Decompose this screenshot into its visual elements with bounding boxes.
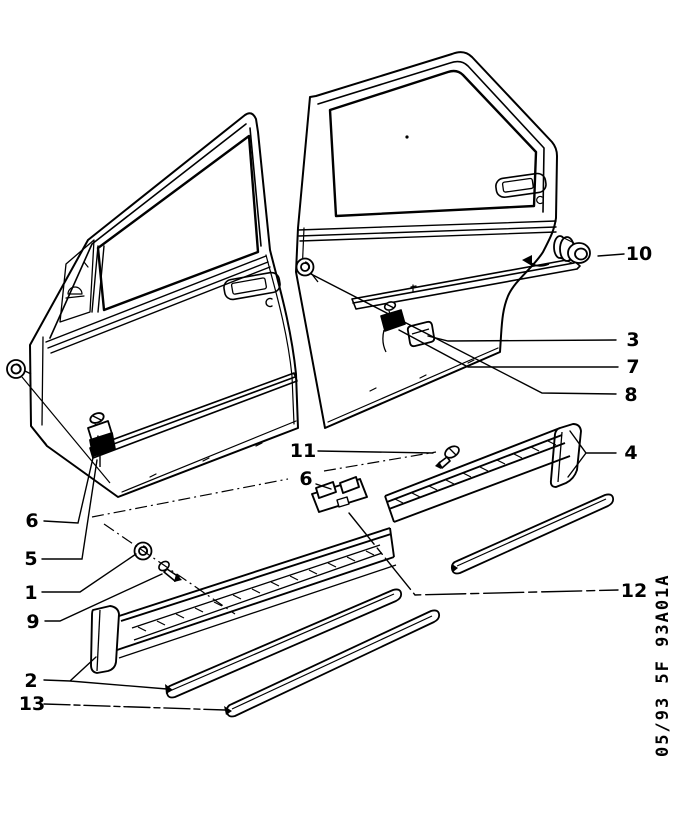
leader-10: [597, 253, 625, 257]
rear-door-clip-and-screw: [380, 301, 406, 353]
leader-7: [398, 329, 619, 368]
callout-13: 13: [19, 693, 45, 715]
callout-9: 9: [26, 611, 39, 633]
rear-door-drawing: [295, 51, 581, 429]
rear-edge-grommet: [295, 257, 319, 283]
front-door-handle: [223, 271, 281, 301]
leader-5: [41, 459, 98, 560]
screw-11: [435, 445, 460, 469]
leader-1: [41, 553, 137, 593]
moulding-clip-center: [311, 476, 368, 513]
plug-grommet-10: [522, 235, 591, 267]
front-door-clip-assembly: [87, 412, 116, 467]
callout-labels: 10 3 7 8 4 12 11 6 6 5 1 9 2 13: [19, 243, 652, 715]
callout-5: 5: [24, 548, 37, 570]
leader-12: [348, 512, 619, 596]
front-door-drawing: [29, 112, 299, 498]
assembly-axis-lines: [91, 451, 437, 615]
callout-10: 10: [626, 243, 652, 265]
plain-strip-left: [165, 588, 403, 699]
leader-6-left: [43, 435, 99, 524]
leader-2: [43, 656, 168, 690]
callout-8: 8: [624, 384, 637, 406]
rear-keyhole: [536, 195, 543, 205]
front-edge-grommet: [6, 359, 111, 484]
callout-6-center: 6: [299, 468, 312, 490]
leader-11: [317, 450, 434, 454]
callout-2: 2: [24, 670, 37, 692]
front-keyhole: [265, 297, 273, 308]
rear-door-handle: [495, 172, 547, 199]
rear-moulding-part4: [384, 423, 582, 523]
callout-12: 12: [621, 580, 647, 602]
leader-13: [43, 703, 226, 711]
callout-3: 3: [626, 329, 639, 351]
leader-3: [427, 335, 617, 342]
plate-code-text: 05/93 5F 93A01A: [653, 573, 673, 757]
leader-6-center: [315, 483, 332, 490]
callout-6-left: 6: [25, 510, 38, 532]
front-moulding-part2: [90, 527, 397, 674]
leader-4: [567, 430, 617, 478]
strip-part13: [225, 609, 441, 718]
leader-arrow-tips: [165, 684, 232, 715]
screw-9: [158, 560, 182, 582]
leader-9: [44, 573, 163, 622]
leader-8: [310, 273, 617, 395]
callout-11: 11: [290, 440, 316, 462]
callout-4: 4: [624, 442, 637, 464]
callout-7: 7: [626, 356, 639, 378]
callout-1: 1: [24, 582, 37, 604]
leader-lines: [41, 253, 625, 711]
plain-strip-right: [450, 493, 615, 575]
